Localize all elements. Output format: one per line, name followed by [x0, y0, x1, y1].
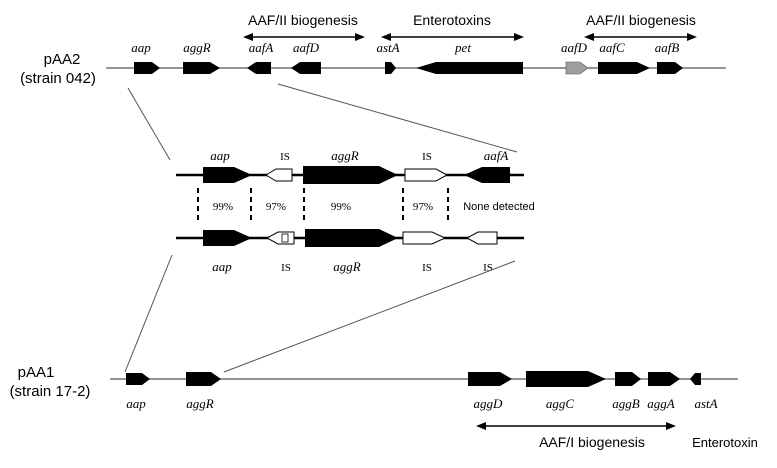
plasmid-pAA2: pAA2 (strain 042) aap aggR aafA aafD ast… — [20, 12, 726, 87]
detail-comparison: aap IS aggR IS aafA 99% 97% 99% 97% None… — [176, 148, 535, 274]
label-aafD2-top: aafD — [561, 40, 588, 55]
gene-aggC-bottom — [526, 371, 606, 387]
plasmid-bottom-name: pAA1 — [18, 364, 55, 381]
detail-lower-aap — [203, 230, 252, 246]
label-astA-bottom: astA — [694, 396, 717, 411]
gene-aafD2-top — [565, 61, 589, 75]
label-aafC-top: aafC — [599, 40, 625, 55]
gene-astA-bottom — [690, 373, 701, 385]
plasmid-bottom-strain: (strain 17-2) — [10, 383, 91, 400]
detail-lower-is1 — [265, 231, 295, 245]
identity-is1: 97% — [266, 201, 286, 213]
identity-separators — [197, 188, 449, 222]
label-aggB-bottom: aggB — [612, 396, 640, 411]
detail-lower-is1-insert — [281, 233, 289, 243]
detail-upper-is1 — [265, 168, 293, 182]
gene-pet-top — [416, 62, 523, 74]
detail-lower-is2 — [402, 231, 447, 245]
gene-aafC-top — [598, 62, 650, 74]
region-enterotoxin-label: Enterotoxin — [692, 435, 758, 450]
gene-aap-bottom — [126, 373, 150, 385]
identity-is2: 97% — [413, 201, 433, 213]
region-aaf-right: AAF/II biogenesis — [584, 12, 697, 41]
gene-aggR-top — [183, 62, 220, 74]
region-aaf-left: AAF/II biogenesis — [243, 12, 365, 41]
gene-aggR-bottom — [186, 372, 221, 386]
gene-aggD-bottom — [468, 372, 512, 386]
detail-upper-is2-label: IS — [422, 151, 432, 163]
region-aaf-left-label: AAF/II biogenesis — [248, 12, 358, 28]
detail-lower-is2-label: IS — [422, 262, 432, 274]
detail-upper-is2 — [404, 168, 449, 182]
detail-lower-is3 — [465, 231, 498, 245]
region-enterotoxins-label: Enterotoxins — [413, 12, 491, 28]
region-aaf1-label: AAF/I biogenesis — [539, 434, 645, 450]
region-aaf1: AAF/I biogenesis — [476, 422, 676, 450]
region-enterotoxins: Enterotoxins — [381, 12, 524, 41]
gene-aafA-top — [247, 62, 271, 74]
label-astA-top: astA — [376, 40, 399, 55]
label-aggR-top: aggR — [183, 40, 211, 55]
region-aaf-right-label: AAF/II biogenesis — [586, 12, 696, 28]
detail-upper-aggR — [303, 166, 398, 184]
label-aggR-bottom: aggR — [186, 396, 214, 411]
detail-lower-is3-label: IS — [483, 262, 493, 274]
label-aafD-top: aafD — [293, 40, 320, 55]
zoom-connectors-top — [127, 83, 518, 161]
label-aap-top: aap — [131, 40, 151, 55]
gene-aggA-bottom — [648, 372, 680, 386]
detail-upper-aap-label: aap — [210, 148, 230, 163]
gene-astA-top — [385, 62, 396, 74]
plasmid-top-strain: (strain 042) — [20, 70, 96, 87]
gene-aafD-top — [291, 62, 321, 74]
label-aafB-top: aafB — [655, 40, 680, 55]
identity-aafA: None detected — [463, 201, 535, 213]
detail-upper-aafA-label: aafA — [484, 148, 509, 163]
detail-upper-aafA — [464, 167, 510, 183]
detail-lower-is1-label: IS — [281, 262, 291, 274]
label-pet-top: pet — [454, 40, 471, 55]
label-aafA-top: aafA — [249, 40, 274, 55]
label-aggD-bottom: aggD — [474, 396, 504, 411]
label-aap-bottom: aap — [126, 396, 146, 411]
detail-lower-aap-label: aap — [212, 259, 232, 274]
identity-aap: 99% — [213, 201, 233, 213]
detail-upper-aggR-label: aggR — [331, 148, 359, 163]
label-aggC-bottom: aggC — [546, 396, 575, 411]
detail-lower-aggR — [305, 229, 398, 247]
detail-upper-aap — [203, 167, 252, 183]
gene-aafB-top — [657, 62, 683, 74]
plasmid-top-name: pAA2 — [44, 51, 81, 68]
gene-aap-top — [134, 62, 160, 74]
zoom-connectors-bottom — [124, 254, 516, 373]
label-aggA-bottom: aggA — [647, 396, 675, 411]
gene-aggB-bottom — [615, 372, 641, 386]
identity-aggR: 99% — [331, 201, 351, 213]
plasmid-pAA1: pAA1 (strain 17-2) aap aggR aggD aggC ag… — [10, 364, 758, 450]
detail-lower-aggR-label: aggR — [333, 259, 361, 274]
detail-upper-is1-label: IS — [280, 151, 290, 163]
